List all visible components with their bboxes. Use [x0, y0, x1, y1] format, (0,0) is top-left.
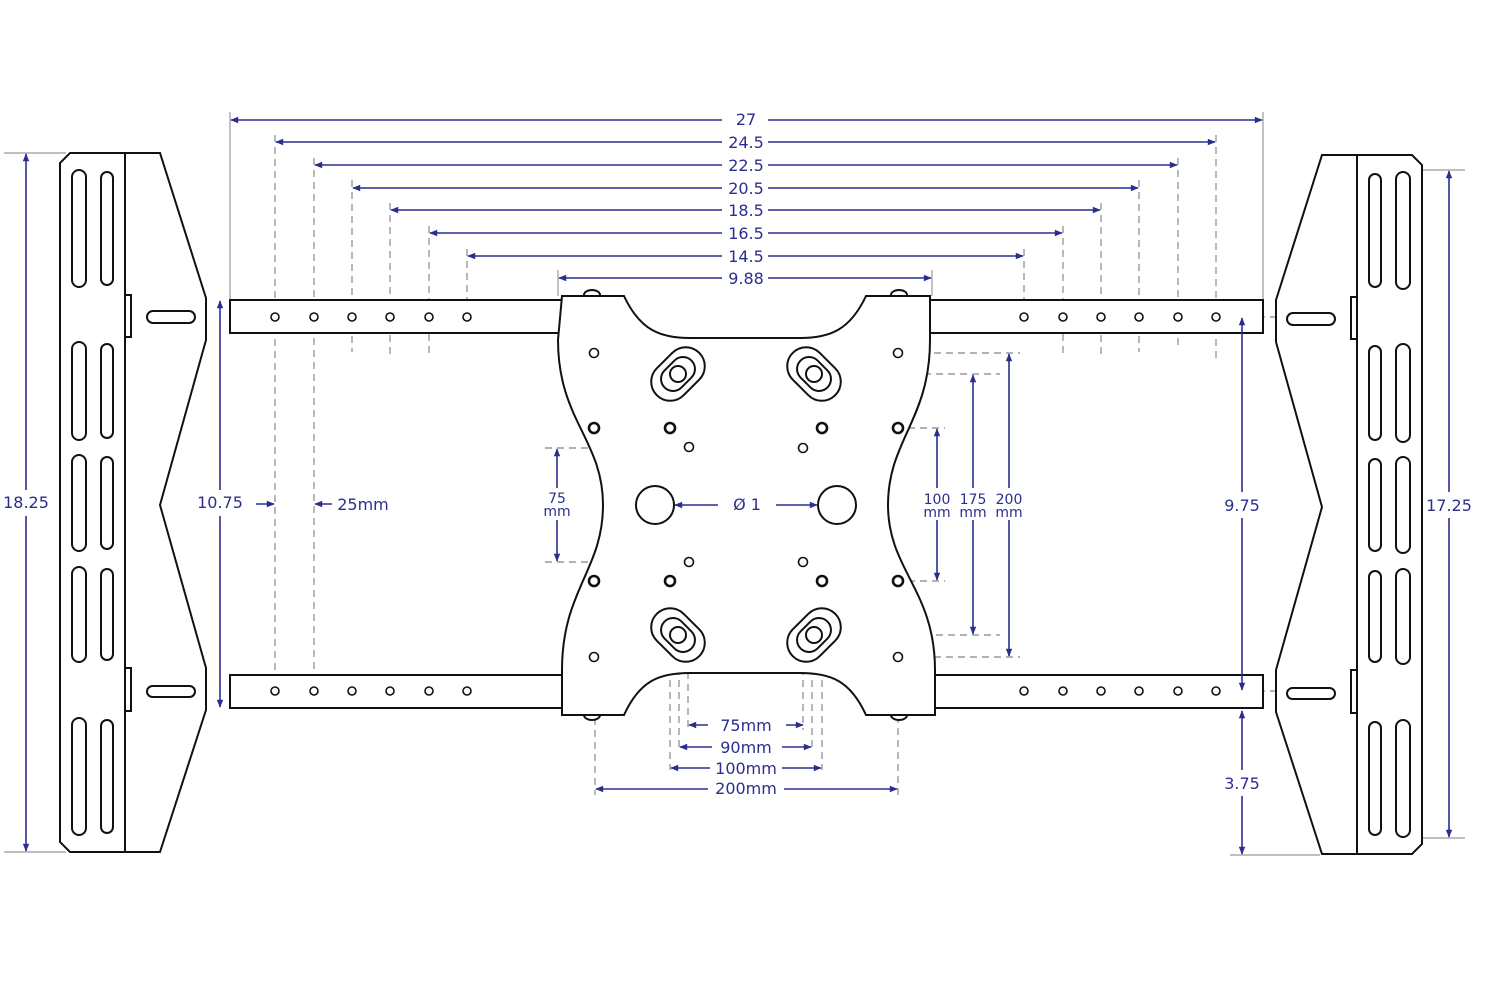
dim-width-16-5: 16.5	[728, 224, 764, 243]
rails	[229, 299, 1264, 709]
dim-width-20-5: 20.5	[728, 179, 764, 198]
width-dimensions: 27 24.5 22.5 20.5 18.5 16.5 14.5 9.88	[230, 110, 1263, 288]
dim-unit: mm	[995, 505, 1022, 521]
right-dimensions: 9.75 17.25 3.75	[1218, 170, 1476, 855]
large-hole-left	[635, 485, 675, 525]
left-dimensions: 18.25 10.75 25mm	[0, 153, 389, 852]
dim-rail-spacing-right: 9.75	[1224, 496, 1260, 515]
dim-width-22-5: 22.5	[728, 156, 764, 175]
dim-width-14-5: 14.5	[728, 247, 764, 266]
dim-width-9-88: 9.88	[728, 269, 764, 288]
dim-hole-pitch: 25mm	[337, 495, 389, 514]
dim-width-24-5: 24.5	[728, 133, 764, 152]
plate-dimensions: 75 mm Ø 1 100 mm 175 mm 200 mm 75mm 90mm…	[540, 353, 1027, 798]
dim-vesa-75-vertical: 75	[548, 491, 566, 507]
dim-bottom-offset: 3.75	[1224, 774, 1260, 793]
dim-hole-diameter: Ø 1	[733, 495, 761, 514]
dim-width-27: 27	[736, 110, 756, 129]
large-hole-right	[817, 485, 857, 525]
left-side-bracket	[59, 152, 207, 853]
right-side-bracket	[1275, 154, 1423, 855]
slotted-holes	[650, 346, 842, 663]
dim-vesa-75-horizontal: 75mm	[720, 716, 772, 735]
dim-width-18-5: 18.5	[728, 201, 764, 220]
dim-unit: mm	[959, 505, 986, 521]
dim-overall-height-left: 18.25	[3, 493, 49, 512]
dim-vesa-100-horizontal: 100mm	[715, 759, 777, 778]
dim-unit: mm	[923, 505, 950, 521]
vesa-plate	[556, 289, 936, 721]
dim-vesa-90-horizontal: 90mm	[720, 738, 772, 757]
dim-unit: mm	[543, 504, 570, 520]
dim-overall-height-right: 17.25	[1426, 496, 1472, 515]
dim-vesa-100-vertical: 100	[924, 492, 951, 508]
dim-vesa-175-vertical: 175	[960, 492, 987, 508]
dim-rail-spacing-left: 10.75	[197, 493, 243, 512]
dim-vesa-200-horizontal: 200mm	[715, 779, 777, 798]
dim-vesa-200-vertical: 200	[996, 492, 1023, 508]
